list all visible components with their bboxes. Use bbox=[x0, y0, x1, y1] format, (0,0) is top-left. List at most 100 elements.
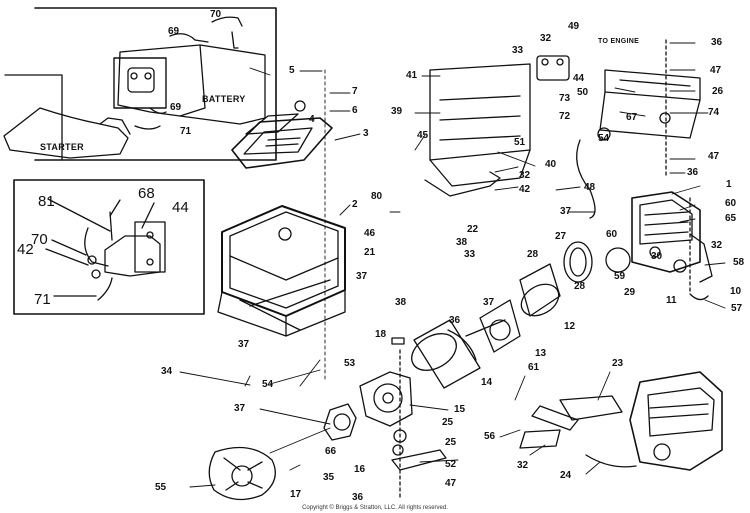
callout: 5 bbox=[289, 65, 295, 76]
callout: 37 bbox=[234, 403, 246, 414]
callout: 33 bbox=[512, 45, 524, 56]
battery-starter-inset bbox=[3, 7, 277, 161]
callout: 71 bbox=[34, 291, 51, 308]
callout: 49 bbox=[568, 21, 580, 32]
callout: 56 bbox=[484, 431, 496, 442]
callout: 21 bbox=[364, 247, 376, 258]
callout: 26 bbox=[712, 86, 724, 97]
callout: 60 bbox=[725, 198, 737, 209]
callout: 61 bbox=[528, 362, 540, 373]
alternator-icon bbox=[411, 241, 631, 389]
callout: 67 bbox=[626, 112, 638, 123]
callout: 65 bbox=[725, 213, 737, 224]
callout: 34 bbox=[161, 366, 173, 377]
callout: 32 bbox=[711, 240, 723, 251]
callout: 14 bbox=[481, 377, 493, 388]
callout: 57 bbox=[731, 303, 743, 314]
callout: 30 bbox=[651, 251, 663, 262]
callout: 36 bbox=[352, 492, 364, 503]
callout: 33 bbox=[464, 249, 476, 260]
callout: 38 bbox=[395, 297, 407, 308]
callout: 36 bbox=[449, 315, 461, 326]
callout: 38 bbox=[456, 237, 468, 248]
callout: 50 bbox=[577, 87, 589, 98]
callout: 72 bbox=[559, 111, 571, 122]
callout: 24 bbox=[560, 470, 572, 481]
callout: 37 bbox=[356, 271, 368, 282]
callout: 70 bbox=[210, 9, 222, 20]
callout: 74 bbox=[708, 107, 720, 118]
callout: 55 bbox=[155, 482, 167, 493]
solenoid-inset bbox=[13, 179, 205, 315]
callout: 45 bbox=[417, 130, 429, 141]
callout: 27 bbox=[555, 231, 567, 242]
solenoid-detail-box bbox=[113, 57, 167, 109]
solenoid-icon bbox=[104, 235, 161, 277]
callout: 60 bbox=[606, 229, 618, 240]
callout: 41 bbox=[406, 70, 418, 81]
callout: 16 bbox=[354, 464, 366, 475]
callout: 59 bbox=[614, 271, 626, 282]
engine-lower-icon bbox=[519, 371, 723, 471]
callout: 47 bbox=[445, 478, 457, 489]
callout: 42 bbox=[17, 241, 34, 258]
callout: 32 bbox=[540, 33, 552, 44]
callout: 80 bbox=[371, 191, 383, 202]
callout: 37 bbox=[560, 206, 572, 217]
callout: 42 bbox=[519, 184, 531, 195]
fan-housing-icon bbox=[323, 337, 447, 501]
callout: 36 bbox=[711, 37, 723, 48]
callout: 22 bbox=[467, 224, 479, 235]
callout: 25 bbox=[442, 417, 454, 428]
callout: 17 bbox=[290, 489, 302, 500]
callout: 54 bbox=[598, 133, 610, 144]
callout: 28 bbox=[574, 281, 586, 292]
callout: 69 bbox=[170, 102, 182, 113]
callout: 23 bbox=[612, 358, 624, 369]
callout: 10 bbox=[730, 286, 742, 297]
callout: 40 bbox=[545, 159, 557, 170]
starter-caption: STARTER bbox=[40, 142, 84, 152]
callout: 69 bbox=[168, 26, 180, 37]
callout: 3 bbox=[363, 128, 369, 139]
callout: 48 bbox=[584, 182, 596, 193]
callout: 11 bbox=[666, 295, 677, 306]
callout: 7 bbox=[352, 86, 358, 97]
callout: 18 bbox=[375, 329, 387, 340]
callout: 73 bbox=[559, 93, 571, 104]
callout: 12 bbox=[564, 321, 576, 332]
callout: 6 bbox=[352, 105, 358, 116]
control-panel-icon bbox=[231, 69, 333, 381]
callout: 52 bbox=[445, 459, 457, 470]
frame-icon bbox=[217, 205, 346, 337]
callout: 2 bbox=[352, 199, 358, 210]
to-engine-caption: TO ENGINE bbox=[598, 38, 640, 45]
callout: 47 bbox=[710, 65, 722, 76]
callout: 71 bbox=[180, 126, 192, 137]
callout: 28 bbox=[527, 249, 539, 260]
battery-caption: BATTERY bbox=[202, 94, 246, 104]
callout: 4 bbox=[309, 114, 315, 125]
callout: 53 bbox=[344, 358, 356, 369]
callout: 81 bbox=[38, 193, 55, 210]
callout: 54 bbox=[262, 379, 274, 390]
callout: 25 bbox=[445, 437, 457, 448]
engine-icon bbox=[631, 191, 713, 301]
callout: 32 bbox=[517, 460, 529, 471]
leader-lines bbox=[179, 42, 726, 488]
callout: 39 bbox=[391, 106, 403, 117]
callout: 32 bbox=[519, 170, 531, 181]
callout: 70 bbox=[31, 231, 48, 248]
callout: 68 bbox=[138, 185, 155, 202]
callout: 1 bbox=[726, 179, 732, 190]
fan-guard-icon bbox=[208, 446, 276, 501]
callout: 37 bbox=[483, 297, 495, 308]
callout: 15 bbox=[454, 404, 466, 415]
bracket-assembly-icon bbox=[424, 39, 701, 219]
callout: 47 bbox=[708, 151, 720, 162]
callout: 66 bbox=[325, 446, 337, 457]
starter-motor-icon bbox=[3, 107, 129, 159]
callout: 51 bbox=[514, 137, 526, 148]
